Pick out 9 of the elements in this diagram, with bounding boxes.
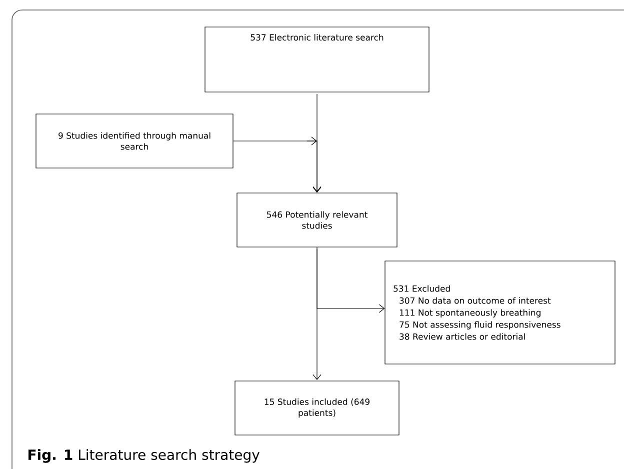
process-box: 531 Excluded 307 No data on outcome of interest 111 Not spontaneously breathing 75 Not assessing fluid responsiveness 38 Review articles or editorial bbox=[384, 260, 616, 364]
arrow bbox=[312, 94, 322, 192]
process-box: 9 Studies identified through manual search bbox=[36, 114, 234, 168]
process-box: 537 Electronic literature search bbox=[204, 26, 430, 92]
process-box: 15 Studies included (649 patients) bbox=[234, 380, 400, 436]
arrow bbox=[316, 247, 385, 313]
arrow bbox=[233, 136, 322, 193]
process-box: 546 Potentially relevant studies bbox=[236, 192, 398, 248]
figure-caption: Fig. 1 Literature search strategy bbox=[28, 449, 260, 463]
